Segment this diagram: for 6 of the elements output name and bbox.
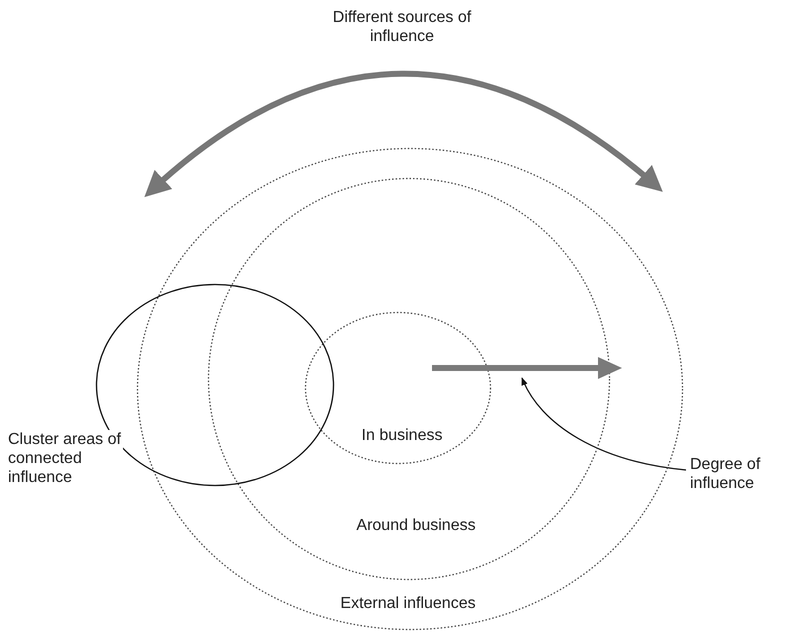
- annotation-text: Degree of influence: [690, 455, 762, 493]
- annotation-text: Different sources of influence: [332, 8, 472, 46]
- circle-label: In business: [362, 426, 442, 445]
- leader-line: [521, 377, 686, 471]
- circle-label: Around business: [356, 516, 476, 535]
- circle-label: External influences: [340, 594, 476, 613]
